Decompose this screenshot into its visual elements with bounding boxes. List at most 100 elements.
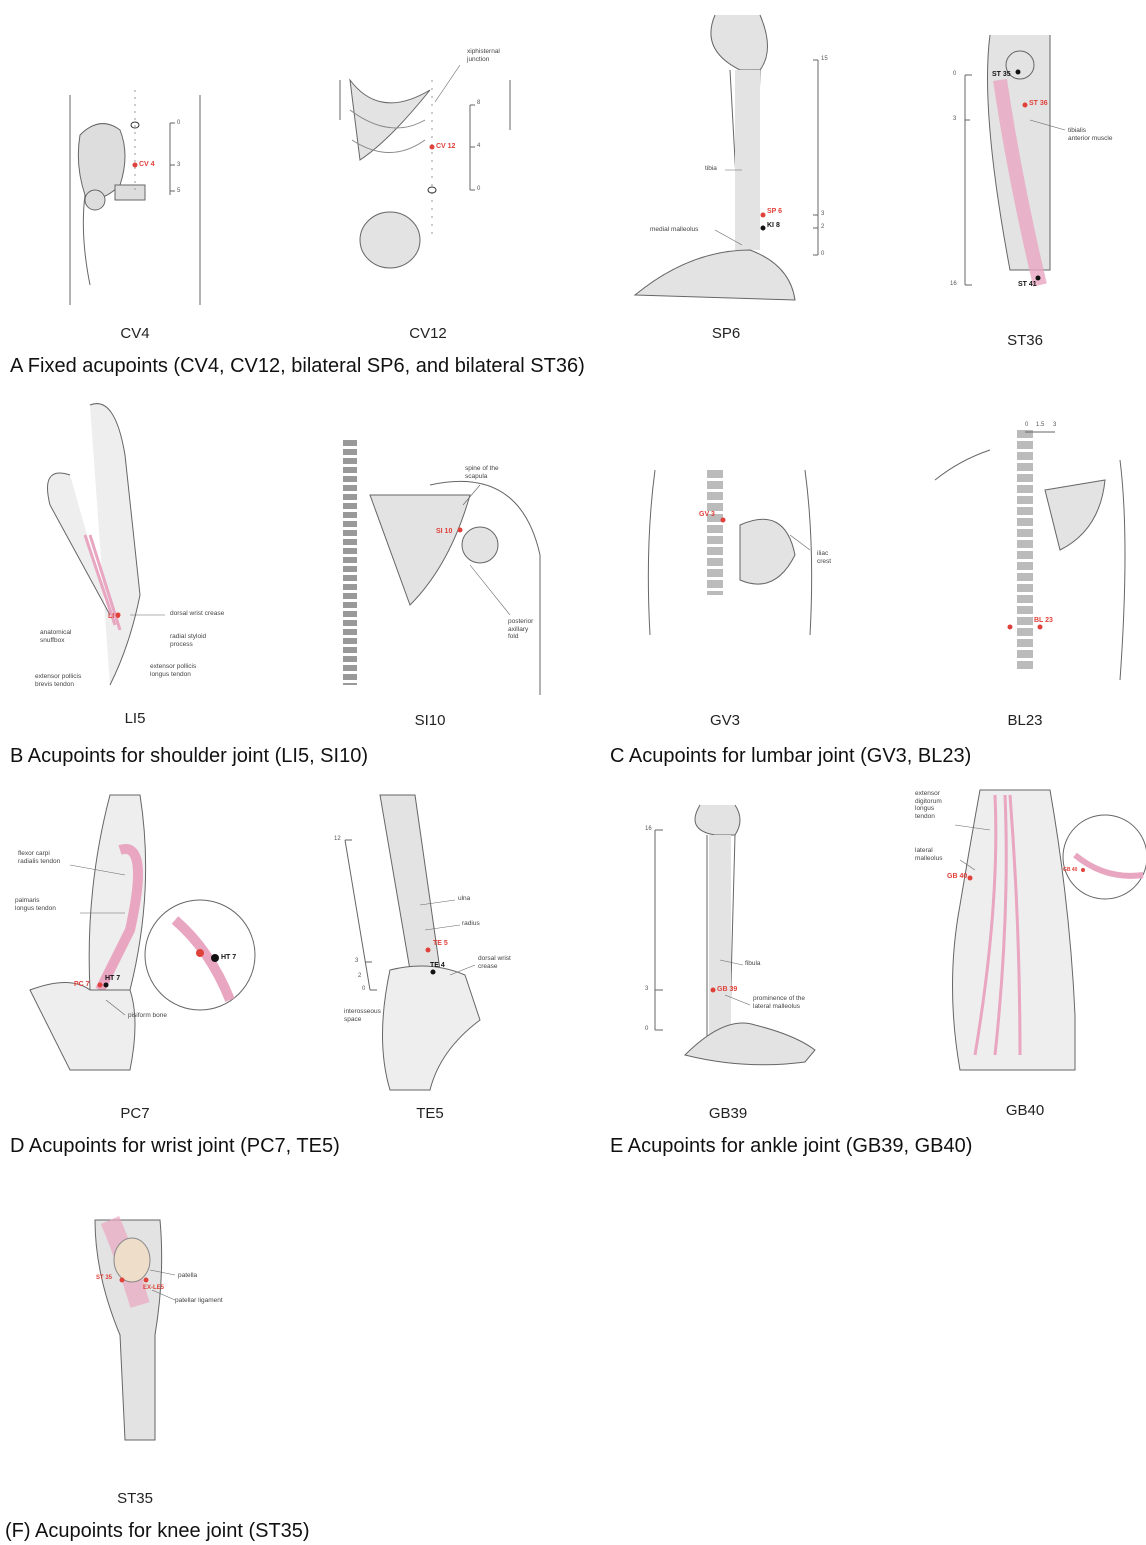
st36-illustration bbox=[950, 30, 1140, 300]
scale-tick: 0 bbox=[1025, 422, 1028, 428]
caption-pc7: PC7 bbox=[75, 1105, 195, 1122]
label-xiphisternal-junction: xiphisternal junction bbox=[467, 48, 500, 63]
scale-tick: 15 bbox=[821, 56, 828, 62]
section-c-title: C Acupoints for lumbar joint (GV3, BL23) bbox=[610, 745, 971, 768]
point-ht7-inset: HT 7 bbox=[221, 954, 236, 961]
figure-st36: ST 35 ST 36 ST 41 tibialis anterior musc… bbox=[950, 30, 1140, 300]
point-gb40: GB 40 bbox=[947, 873, 967, 880]
caption-li5: LI5 bbox=[75, 710, 195, 727]
scale-tick: 0 bbox=[821, 251, 824, 257]
scale-tick: 5 bbox=[177, 188, 180, 194]
scale-tick: 0 bbox=[177, 120, 180, 126]
point-gb40-inset: GB 40 bbox=[1063, 867, 1077, 873]
figure-si10: spine of the scapula posterior axillary … bbox=[330, 435, 560, 695]
gb40-illustration bbox=[905, 785, 1145, 1085]
scale-tick: 0 bbox=[362, 986, 365, 992]
label-interosseous-space: interosseous space bbox=[344, 1008, 381, 1023]
point-ki8: KI 8 bbox=[767, 222, 780, 229]
point-st35: ST 35 bbox=[992, 71, 1011, 78]
point-gv3: GV 3 bbox=[699, 511, 715, 518]
label-spine-of-scapula: spine of the scapula bbox=[465, 465, 499, 480]
gb39-illustration bbox=[625, 800, 855, 1070]
section-f-title: (F) Acupoints for knee joint (ST35) bbox=[5, 1520, 310, 1543]
label-ulna: ulna bbox=[458, 895, 470, 903]
label-patella: patella bbox=[178, 1272, 197, 1280]
si10-illustration bbox=[330, 435, 560, 695]
scale-tick: 3 bbox=[821, 211, 824, 217]
point-pc7: PC 7 bbox=[74, 981, 90, 988]
point-te4: TE 4 bbox=[430, 962, 445, 969]
point-ex-le5: EX-LE5 bbox=[143, 1285, 164, 1291]
figure-gv3: iliac crest GV 3 bbox=[645, 465, 815, 645]
label-tibia: tibia bbox=[705, 165, 717, 173]
scale-tick: 1.5 bbox=[1036, 422, 1044, 428]
scale-tick: 2 bbox=[821, 224, 824, 230]
point-st41: ST 41 bbox=[1018, 281, 1037, 288]
scale-tick: 4 bbox=[477, 143, 480, 149]
point-st36: ST 36 bbox=[1029, 100, 1048, 107]
pc7-illustration bbox=[10, 790, 260, 1090]
st35-illustration bbox=[80, 1215, 280, 1445]
cv4-illustration bbox=[60, 85, 210, 315]
figure-li5: dorsal wrist crease anatomical snuffbox … bbox=[30, 395, 270, 695]
figure-pc7: flexor carpi radialis tendon palmaris lo… bbox=[10, 790, 260, 1090]
caption-st36: ST36 bbox=[965, 332, 1085, 349]
scale-tick: 12 bbox=[334, 836, 341, 842]
point-ht7: HT 7 bbox=[105, 975, 120, 982]
figure-cv4: CV 4 0 3 5 bbox=[60, 85, 210, 315]
scale-tick: 3 bbox=[953, 116, 956, 122]
label-radius: radius bbox=[462, 920, 480, 928]
point-gb39: GB 39 bbox=[717, 986, 737, 993]
label-fibula: fibula bbox=[745, 960, 761, 968]
label-extensor-digitorum-longus: extensor digitorum longus tendon bbox=[915, 790, 942, 820]
figure-cv12: xiphisternal junction CV 12 8 4 0 bbox=[330, 40, 530, 315]
label-lateral-malleolus: lateral malleolus bbox=[915, 847, 942, 862]
label-dorsal-wrist-crease: dorsal wrist crease bbox=[170, 610, 224, 618]
cv12-illustration bbox=[330, 40, 530, 315]
point-te5: TE 5 bbox=[433, 940, 448, 947]
point-li5: LI 5 bbox=[108, 613, 120, 620]
scale-tick: 3 bbox=[177, 162, 180, 168]
scale-tick: 16 bbox=[645, 826, 652, 832]
label-pisiform-bone: pisiform bone bbox=[128, 1012, 167, 1020]
scale-tick: 3 bbox=[355, 958, 358, 964]
section-d-title: D Acupoints for wrist joint (PC7, TE5) bbox=[10, 1135, 340, 1158]
label-medial-malleolus: medial malleolus bbox=[650, 226, 698, 234]
label-flexor-carpi-radialis: flexor carpi radialis tendon bbox=[18, 850, 60, 865]
bl23-illustration bbox=[930, 420, 1130, 680]
figure-sp6: tibia medial malleolus SP 6 KI 8 15 3 2 … bbox=[630, 10, 840, 310]
label-iliac-crest: iliac crest bbox=[817, 550, 831, 565]
point-cv4: CV 4 bbox=[139, 161, 155, 168]
figure-gb39: fibula prominence of the lateral malleol… bbox=[625, 800, 855, 1070]
scale-tick: 0 bbox=[477, 186, 480, 192]
scale-tick: 16 bbox=[950, 281, 957, 287]
point-bl23: BL 23 bbox=[1034, 617, 1053, 624]
scale-tick: 3 bbox=[645, 986, 648, 992]
label-prominence-lateral-malleolus: prominence of the lateral malleolus bbox=[753, 995, 805, 1010]
label-patellar-ligament: patellar ligament bbox=[175, 1297, 223, 1305]
label-epb-tendon: extensor pollicis brevis tendon bbox=[35, 673, 81, 688]
section-e-title: E Acupoints for ankle joint (GB39, GB40) bbox=[610, 1135, 972, 1158]
point-cv12: CV 12 bbox=[436, 143, 455, 150]
gv3-illustration bbox=[645, 465, 815, 645]
scale-tick: 0 bbox=[645, 1026, 648, 1032]
sp6-illustration bbox=[630, 10, 840, 310]
caption-sp6: SP6 bbox=[666, 325, 786, 342]
label-dorsal-wrist-crease: dorsal wrist crease bbox=[478, 955, 511, 970]
label-posterior-axillary-fold: posterior axillary fold bbox=[508, 618, 533, 641]
label-anatomical-snuffbox: anatomical snuffbox bbox=[40, 629, 71, 644]
figure-st35: patella patellar ligament ST 35 EX-LE5 bbox=[80, 1215, 280, 1445]
point-sp6: SP 6 bbox=[767, 208, 782, 215]
caption-gb40: GB40 bbox=[965, 1102, 1085, 1119]
caption-si10: SI10 bbox=[370, 712, 490, 729]
scale-tick: 8 bbox=[477, 100, 480, 106]
caption-gv3: GV3 bbox=[665, 712, 785, 729]
scale-tick: 3 bbox=[1053, 422, 1056, 428]
point-si10: SI 10 bbox=[436, 528, 452, 535]
caption-te5: TE5 bbox=[370, 1105, 490, 1122]
caption-cv4: CV4 bbox=[75, 325, 195, 342]
figure-te5: ulna radius dorsal wrist crease inteross… bbox=[330, 790, 560, 1100]
point-st35: ST 35 bbox=[96, 1275, 112, 1281]
figure-gb40: extensor digitorum longus tendon lateral… bbox=[905, 785, 1145, 1085]
caption-bl23: BL23 bbox=[965, 712, 1085, 729]
